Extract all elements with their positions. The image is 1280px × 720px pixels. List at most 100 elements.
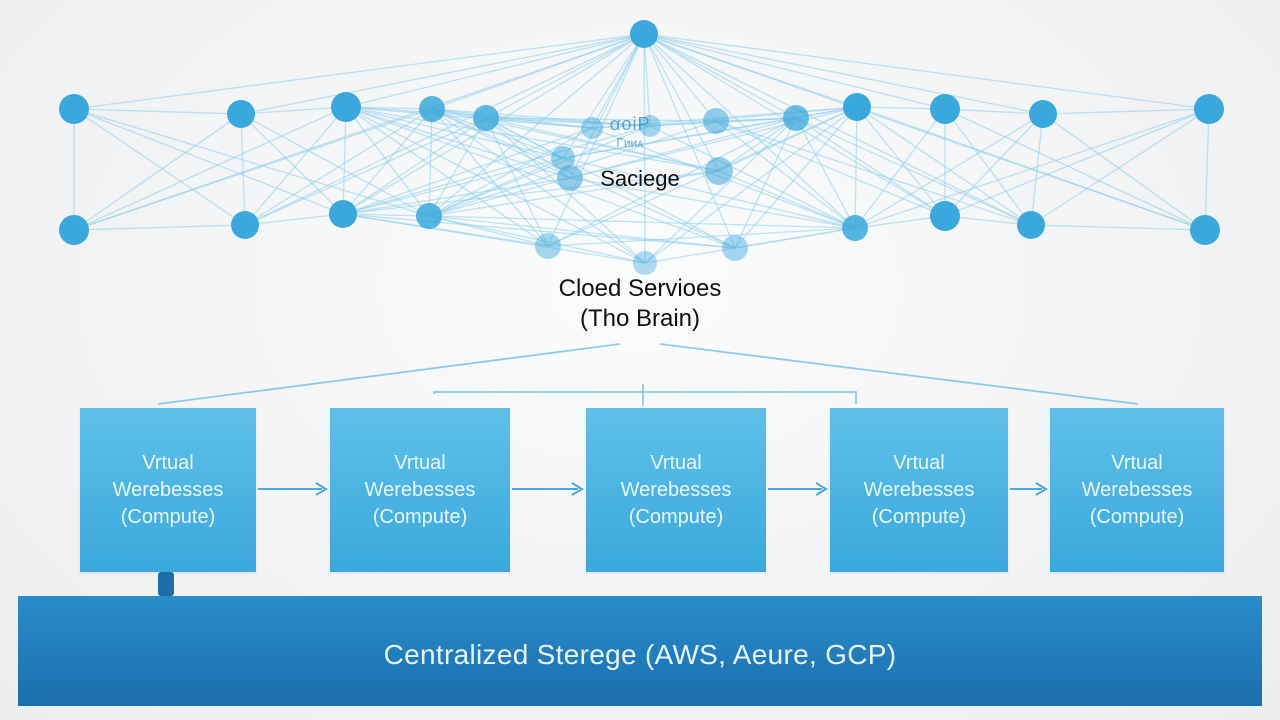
network-edge <box>856 106 946 217</box>
network-edge <box>345 33 645 108</box>
network-node <box>1190 215 1220 245</box>
network-node <box>930 201 960 231</box>
network-edge <box>854 108 946 229</box>
warehouse-line3: (Compute) <box>120 505 216 528</box>
network-edge <box>240 106 347 115</box>
network-edge <box>428 125 651 217</box>
network-node <box>930 94 960 124</box>
network-edge <box>428 117 487 217</box>
brain-title: Cloed Servioes <box>558 275 722 302</box>
network-edge <box>569 117 797 179</box>
network-edge <box>73 224 246 231</box>
network-edge <box>345 106 571 179</box>
cloud-mark-subtext: Ꮁᴎᴎᴀ <box>616 136 644 150</box>
network-node <box>630 20 658 48</box>
flow-line <box>433 391 857 404</box>
virtual-warehouse-box-5: Vrtual Werebesses (Compute) <box>1050 408 1224 572</box>
network-edge <box>562 157 856 229</box>
network-edge <box>244 106 347 226</box>
network-edge <box>562 33 645 159</box>
network-edge <box>485 117 736 249</box>
network-edge <box>854 106 858 229</box>
network-edge <box>240 113 246 226</box>
network-node <box>557 165 583 191</box>
network-edge <box>485 33 645 119</box>
network-node <box>551 146 575 170</box>
network-edge <box>718 117 797 172</box>
virtual-warehouse-box-2: Vrtual Werebesses (Compute) <box>330 408 510 572</box>
flow-line <box>659 343 1139 405</box>
flow-line <box>157 343 621 405</box>
virtual-warehouse-box-3: Vrtual Werebesses (Compute) <box>586 408 766 572</box>
network-edge <box>854 113 1044 229</box>
network-edge <box>854 108 1210 229</box>
network-edge <box>1030 224 1206 231</box>
network-edge <box>240 33 645 115</box>
network-edge <box>431 108 736 249</box>
network-edge <box>240 113 344 215</box>
network-edge <box>345 106 736 249</box>
network-edge <box>342 177 571 215</box>
network-edge <box>244 213 344 226</box>
network-edge <box>795 117 856 229</box>
network-node <box>842 215 868 241</box>
network-edge <box>342 125 651 215</box>
network-edge <box>643 33 946 110</box>
warehouse-line1: Vrtual <box>394 451 446 474</box>
network-edge <box>718 170 856 229</box>
network-edge <box>342 213 736 249</box>
network-edge <box>342 213 646 264</box>
arrow <box>1010 482 1048 496</box>
warehouse-line3: (Compute) <box>871 505 967 528</box>
network-node <box>419 96 445 122</box>
network-edge <box>715 120 946 217</box>
network-node <box>722 235 748 261</box>
network-node <box>231 211 259 239</box>
network-edge <box>1204 108 1210 231</box>
network-edge <box>244 117 487 226</box>
warehouse-line2: Werebesses <box>364 478 476 501</box>
arrow <box>258 482 328 496</box>
network-edge <box>342 213 430 217</box>
network-edge <box>643 33 1044 115</box>
network-node <box>473 105 499 131</box>
network-edge <box>431 108 571 179</box>
network-edge <box>73 113 242 231</box>
network-edge <box>649 106 858 127</box>
network-edge <box>428 177 571 217</box>
network-node <box>1194 94 1224 124</box>
warehouse-line3: (Compute) <box>372 505 468 528</box>
storage-label: Centralized Sterege (AWS, Aeure, GCP) <box>383 639 897 670</box>
network-node <box>1017 211 1045 239</box>
warehouse-line1: Vrtual <box>142 451 194 474</box>
network-edge <box>944 108 1032 226</box>
network-node <box>783 105 809 131</box>
network-node <box>331 92 361 122</box>
arrow <box>768 482 828 496</box>
network-edge <box>73 108 433 231</box>
network-edge <box>1042 113 1206 231</box>
brain-to-warehouse-lines <box>157 343 1139 406</box>
network-edge <box>485 117 549 247</box>
network-edge <box>547 33 645 247</box>
network-edge <box>73 108 430 217</box>
network-edge <box>643 33 720 172</box>
network-edge <box>1042 108 1210 115</box>
network-edge <box>944 108 1206 231</box>
network-nodes <box>59 20 1224 275</box>
network-edge <box>643 33 1210 110</box>
network-edge <box>569 106 858 179</box>
network-node <box>639 115 661 137</box>
network-edge <box>431 108 651 127</box>
network-edge <box>795 117 1032 226</box>
virtual-warehouse-box-4: Vrtual Werebesses (Compute) <box>830 408 1008 572</box>
network-edge <box>244 108 433 226</box>
network-edge <box>856 106 1032 226</box>
storage-connector <box>158 572 174 596</box>
warehouse-line3: (Compute) <box>628 505 724 528</box>
network-edge <box>715 120 856 229</box>
network-edge <box>345 106 549 247</box>
network-edge <box>485 117 646 264</box>
